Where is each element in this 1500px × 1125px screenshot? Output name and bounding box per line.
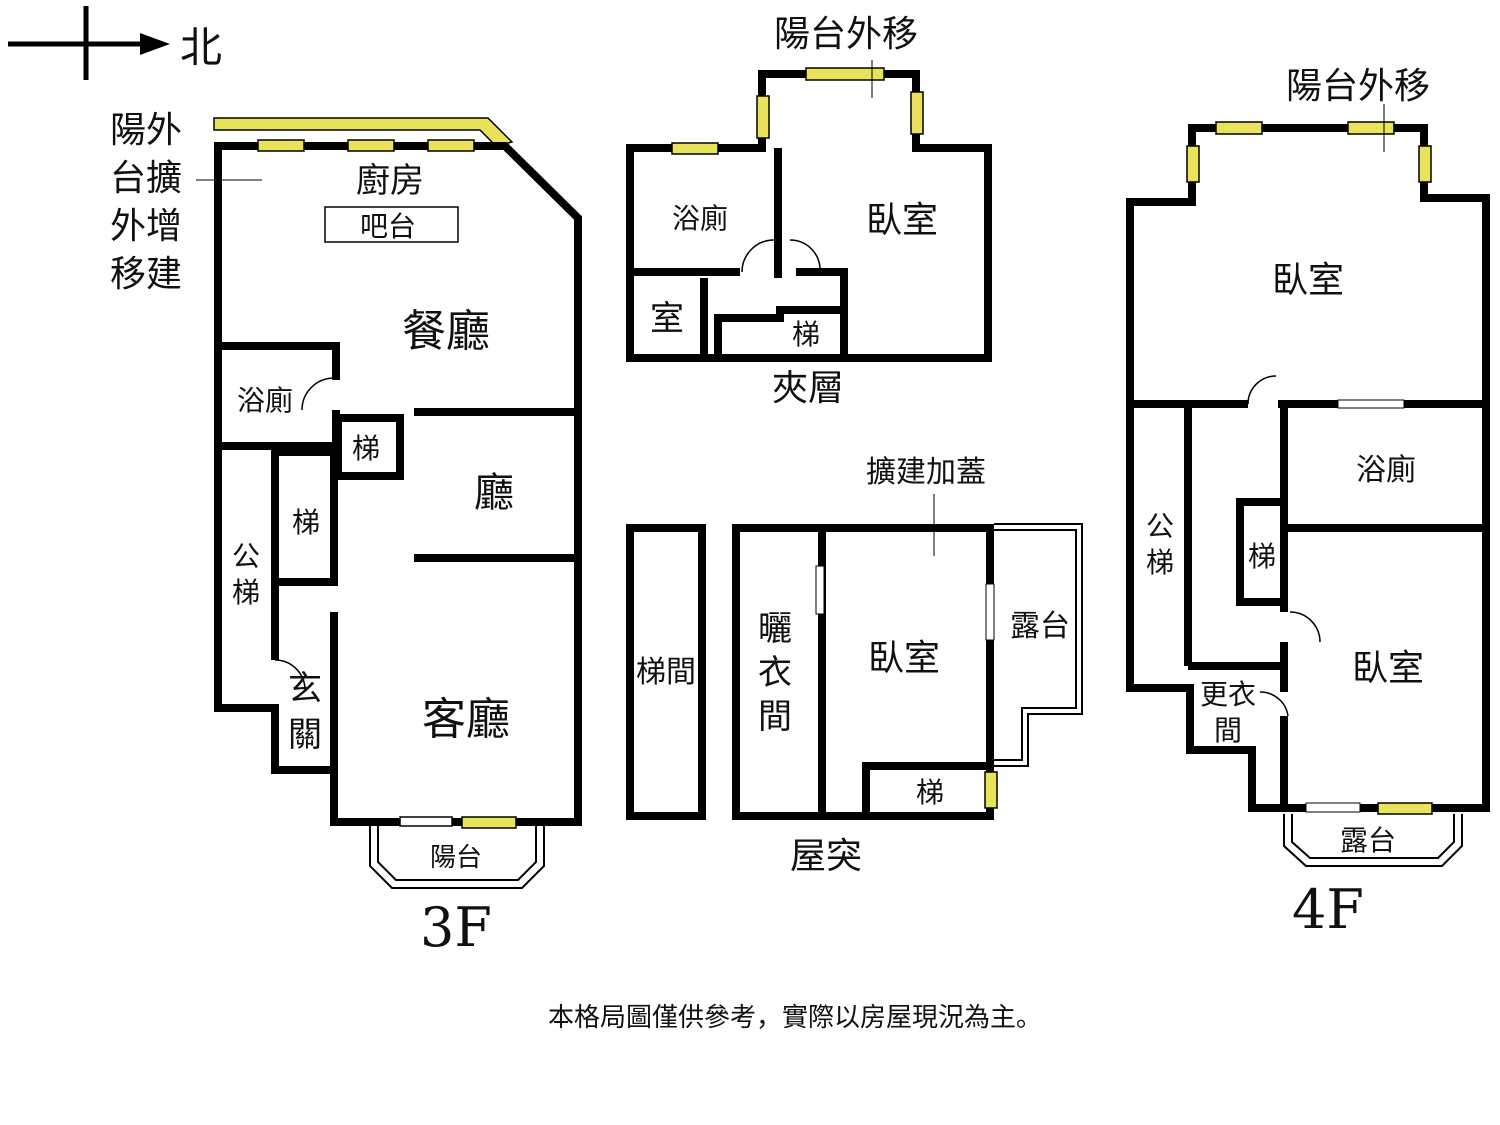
balcony-note-line-2: 台擴 xyxy=(110,158,182,199)
terrace-rail xyxy=(994,523,1083,767)
arrow-icon xyxy=(140,33,170,55)
balcony-label: 陽台 xyxy=(430,843,482,873)
bath-label: 浴廁 xyxy=(237,384,293,417)
sliding-door xyxy=(985,583,995,641)
kitchen-label: 廚房 xyxy=(356,161,424,201)
window xyxy=(1377,802,1433,815)
stair-box xyxy=(334,414,404,480)
door-arc xyxy=(1247,375,1277,405)
sliding-door xyxy=(1337,399,1405,409)
floor-3f: 陽外 台擴 外增 移建 廚房 吧台 餐廳 浴廁 梯 廳 梯 公 梯 玄 關 客廳… xyxy=(110,110,582,959)
room-label: 室 xyxy=(650,299,684,339)
door-arc xyxy=(301,377,335,411)
door-arc xyxy=(789,239,821,273)
bedroom-label: 臥室 xyxy=(866,200,938,241)
stair-box xyxy=(271,448,338,586)
window xyxy=(671,142,719,155)
mezzanine-title: 夾層 xyxy=(772,368,844,409)
balcony-moved-label: 陽台外移 xyxy=(1286,66,1430,107)
north-label: 北 xyxy=(180,23,222,72)
floor-4f: 陽台外移 臥室 公 梯 浴廁 梯 臥室 更衣 間 露台 4F xyxy=(1126,66,1490,941)
floor-rooftop: 擴建加蓋 梯間 曬 衣 間 臥室 露台 梯 屋突 xyxy=(626,455,1083,877)
public-stair-label-1: 公 xyxy=(232,540,260,573)
balcony-note-line-3: 外增 xyxy=(110,206,182,247)
window xyxy=(427,139,475,152)
4f-outer-wall xyxy=(1126,124,1490,812)
window xyxy=(1186,145,1200,183)
wall xyxy=(218,342,340,380)
door-arc xyxy=(274,659,306,691)
closet-label-1: 曬 xyxy=(758,609,792,649)
window xyxy=(1418,145,1432,183)
sliding-door xyxy=(815,565,825,615)
terrace-rail xyxy=(1283,814,1463,867)
rooftop-outer-wall xyxy=(732,524,994,820)
closet-label-3: 間 xyxy=(758,697,792,737)
window xyxy=(756,95,770,139)
dressing-label-1: 更衣 xyxy=(1200,678,1256,711)
living-label: 客廳 xyxy=(422,694,510,745)
sliding-door xyxy=(399,816,453,827)
north-compass: 北 xyxy=(8,6,222,80)
stair-small-label: 梯 xyxy=(292,506,320,539)
floor-mezzanine: 陽台外移 浴廁 臥室 室 梯 夾層 xyxy=(626,14,992,409)
stair-label: 梯 xyxy=(792,318,820,351)
bar-counter xyxy=(324,206,459,243)
wall xyxy=(796,268,848,358)
balcony-rail xyxy=(369,826,545,889)
door-arc xyxy=(1289,611,1321,643)
window xyxy=(1215,121,1263,135)
3f-outer-wall xyxy=(214,142,582,826)
terrace-rail xyxy=(994,529,1077,761)
stair-label: 梯 xyxy=(916,776,944,809)
balcony-moved-label: 陽台外移 xyxy=(774,14,918,55)
extension-label: 擴建加蓋 xyxy=(866,455,986,490)
door-arc xyxy=(1259,691,1289,717)
public-stair-label-2: 梯 xyxy=(232,576,260,609)
wall xyxy=(714,306,844,358)
public-stair-label-1: 公 xyxy=(1146,510,1174,543)
closet-label-2: 衣 xyxy=(758,653,792,693)
window xyxy=(347,139,395,152)
terrace-label: 露台 xyxy=(1010,609,1070,644)
dining-label: 餐廳 xyxy=(402,306,490,357)
bedroom-label: 臥室 xyxy=(1352,648,1424,689)
dressing-label-2: 間 xyxy=(1214,714,1242,747)
window xyxy=(805,67,885,81)
stair-box xyxy=(1236,498,1288,606)
window xyxy=(257,139,305,152)
window xyxy=(984,771,998,809)
bath-label: 浴廁 xyxy=(672,202,728,235)
entrance-label-2: 關 xyxy=(288,715,322,755)
public-stair-label-2: 梯 xyxy=(1146,546,1174,579)
bedroom-top-label: 臥室 xyxy=(1272,260,1344,301)
stairwell-box xyxy=(626,524,706,820)
wall xyxy=(862,762,990,816)
window xyxy=(1347,121,1395,135)
bar-label: 吧台 xyxy=(360,210,416,243)
stairwell-label: 梯間 xyxy=(636,655,696,690)
balcony-rail xyxy=(377,826,537,881)
floor-4f-title: 4F xyxy=(1292,878,1364,941)
terrace-label: 露台 xyxy=(1340,824,1396,857)
bath-label: 浴廁 xyxy=(1356,453,1416,488)
balcony-note-line-4: 移建 xyxy=(110,254,182,295)
window xyxy=(461,816,517,829)
floor-3f-title: 3F xyxy=(420,896,492,959)
balcony-note-line-1: 陽外 xyxy=(110,110,182,151)
sliding-door xyxy=(1305,802,1361,813)
entrance-label-1: 玄 xyxy=(288,669,322,709)
hall-label: 廳 xyxy=(474,470,514,516)
window xyxy=(910,91,924,135)
stair-label: 梯 xyxy=(352,432,380,465)
rooftop-title: 屋突 xyxy=(790,836,862,877)
bedroom-label: 臥室 xyxy=(868,638,940,679)
terrace-rail xyxy=(1291,814,1455,859)
disclaimer-text: 本格局圖僅供參考，實際以房屋現況為主。 xyxy=(548,1003,1042,1033)
door-arc xyxy=(741,239,775,273)
stair-label: 梯 xyxy=(1248,540,1276,573)
